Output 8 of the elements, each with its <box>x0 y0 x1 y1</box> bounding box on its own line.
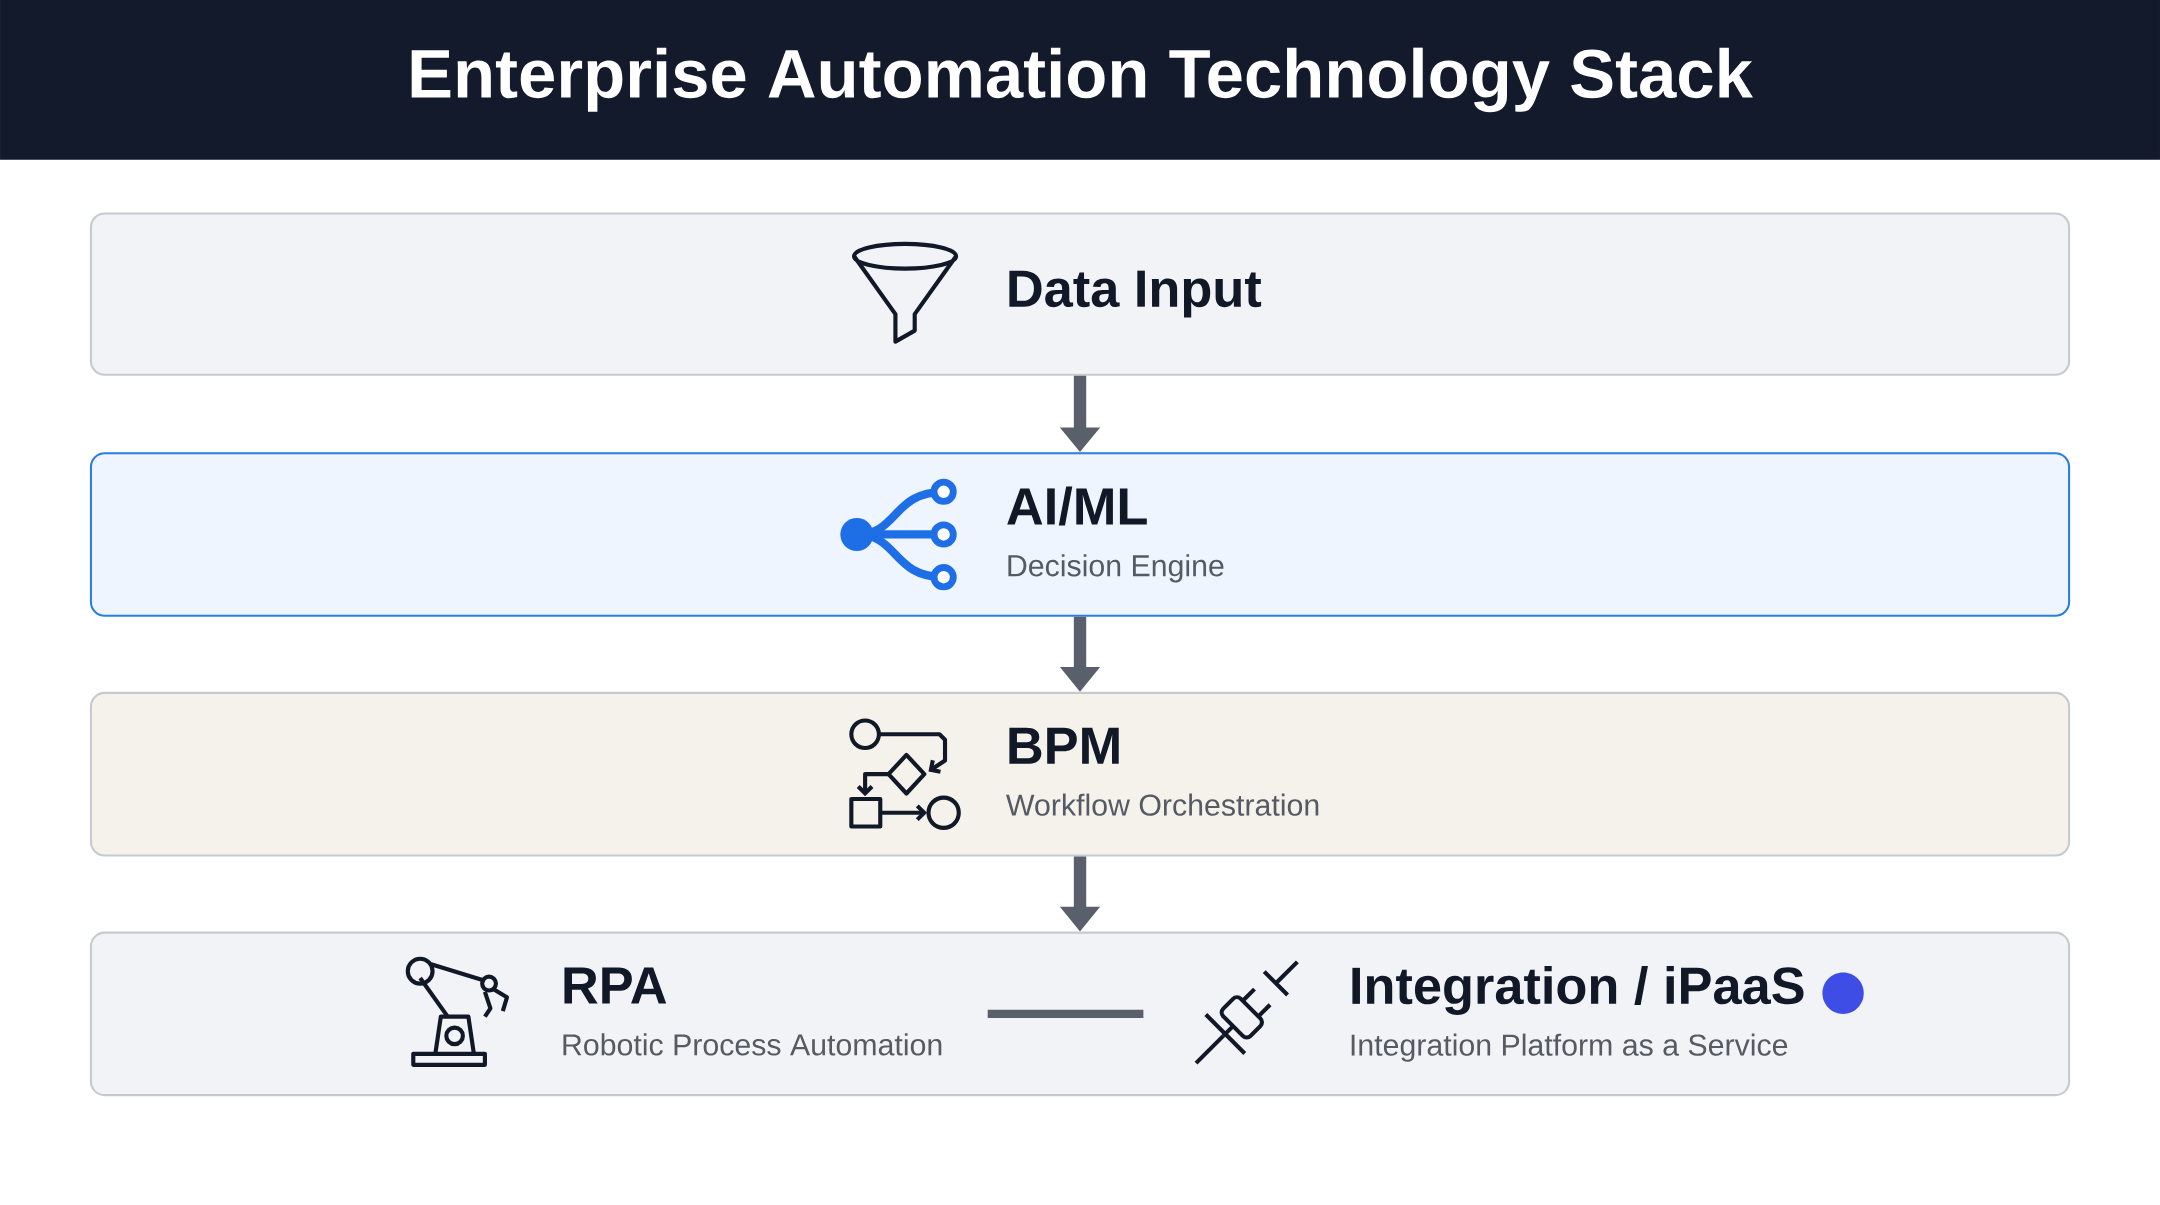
title: Enterprise Automation Technology Stack <box>411 47 1753 112</box>
connector-line <box>987 1009 1144 1018</box>
layer-box: Data Input <box>89 212 2071 376</box>
layer-label: Integration / iPaaS Integration Platform as a Service <box>1351 965 1804 1062</box>
layer-label: RPA Robotic Process Automation <box>563 967 942 1056</box>
layer-box <box>89 931 2071 1096</box>
layer-box: AI/ML Decision Engine <box>89 452 2071 617</box>
layer-box: BPM Workflow Orchestration <box>89 691 2071 857</box>
